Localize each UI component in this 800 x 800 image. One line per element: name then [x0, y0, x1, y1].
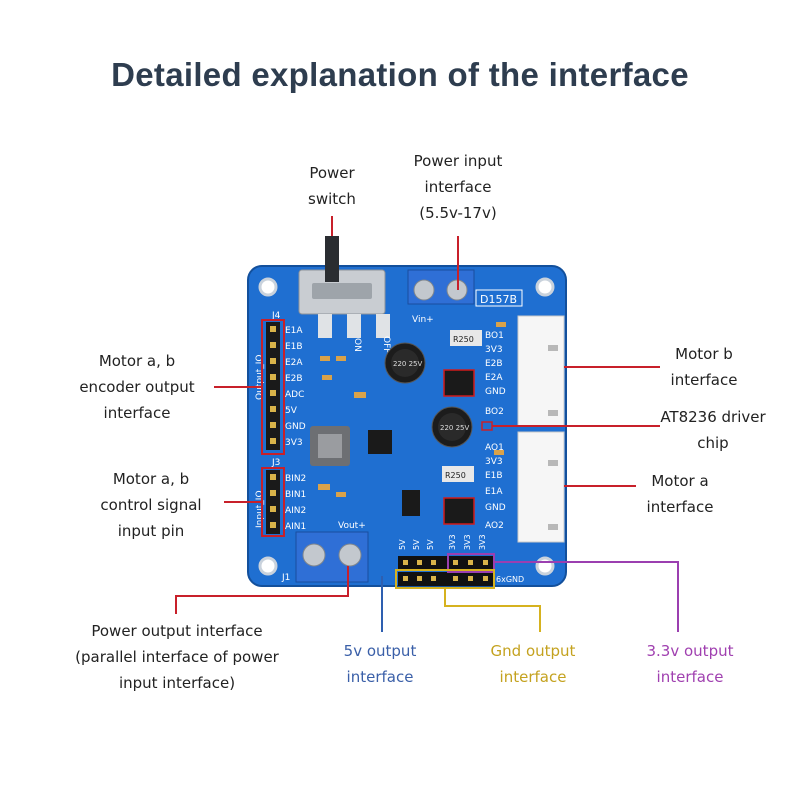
j3-pin-label: BIN1: [285, 490, 306, 500]
label-line: interface: [424, 178, 492, 196]
right-pin-label: 3V3: [485, 345, 503, 355]
driver-chip-u3: [443, 369, 475, 397]
motor-b-connector: [517, 315, 565, 427]
label-line: interface: [646, 498, 714, 516]
right-pin-label: E1A: [485, 487, 503, 497]
label-5v-output: 5v output interface: [330, 638, 430, 690]
j4-pins: [270, 326, 276, 444]
label-line: input interface): [118, 674, 236, 692]
bottom-pin-label: 3V3: [463, 534, 472, 550]
bottom-pin-label: 3V3: [448, 534, 457, 550]
j3-pin-label: AIN1: [285, 522, 306, 532]
capacitor-top: [384, 342, 426, 384]
label-motor-a: Motor a interface: [632, 468, 728, 520]
cap-label: 220 25V: [440, 424, 469, 432]
label-driver-chip: AT8236 driver chip: [648, 404, 778, 456]
label-control-signal: Motor a, b control signal input pin: [76, 466, 226, 544]
switch-on-label: ON: [352, 338, 362, 352]
label-line: interface: [346, 668, 414, 686]
right-pin-label: E2A: [485, 373, 503, 383]
bottom-pin-label: 5V: [398, 539, 407, 550]
label-line: Motor b: [675, 345, 733, 363]
input-io-label: Input_IO: [255, 490, 265, 528]
bottom-pin-label: 5V: [426, 539, 435, 550]
label-line: encoder output: [79, 378, 195, 396]
label-line: Power: [309, 164, 355, 182]
j3-label: J3: [271, 458, 280, 468]
power-switch-component: [298, 236, 390, 338]
output-io-label: Output_IO: [255, 354, 265, 400]
power-output-terminal: [295, 531, 369, 583]
label-power-switch: Power switch: [290, 160, 374, 212]
j4-pin-label: 3V3: [285, 438, 303, 448]
board-model: D157B: [480, 293, 517, 306]
right-pin-label: 3V3: [485, 457, 503, 467]
label-line: Gnd output: [490, 642, 576, 660]
label-line: interface: [103, 404, 171, 422]
j4-pin-label: E2A: [285, 358, 303, 368]
label-encoder-output: Motor a, b encoder output interface: [62, 348, 212, 426]
cap-label: 220 25V: [393, 360, 422, 368]
label-line: switch: [308, 190, 356, 208]
driver-chip-u1: [443, 497, 475, 525]
label-line: Power input: [413, 152, 503, 170]
label-motor-b: Motor b interface: [656, 341, 752, 393]
leader-lines: [175, 216, 679, 632]
resistor-label: R250: [445, 471, 466, 480]
page-title: Detailed explanation of the interface: [111, 56, 689, 93]
label-line: chip: [697, 434, 729, 452]
label-line: control signal: [100, 496, 202, 514]
j3-pin-label: BIN2: [285, 474, 306, 484]
right-pin-label: AO2: [485, 521, 504, 531]
j4-pin-label: 5V: [285, 406, 298, 416]
capacitor-middle: [431, 406, 473, 448]
label-gnd-output: Gnd output interface: [478, 638, 588, 690]
j4-pin-label: E2B: [285, 374, 303, 384]
label-line: 3.3v output: [646, 642, 734, 660]
j3-pins: [270, 474, 276, 528]
mounting-holes: [258, 277, 555, 576]
label-line: interface: [670, 371, 738, 389]
right-pin-label: BO2: [485, 407, 504, 417]
switch-off-label: OFF: [381, 336, 391, 353]
label-line: interface: [499, 668, 567, 686]
right-pin-label: AO1: [485, 443, 504, 453]
gnd-header-label: 6xGND: [496, 575, 524, 584]
right-pin-label: E2B: [485, 359, 503, 369]
right-pin-label: GND: [485, 387, 506, 397]
j1-label: J1: [281, 573, 290, 583]
label-line: Motor a, b: [98, 352, 176, 370]
j4-pin-label: E1B: [285, 342, 303, 352]
j4-pin-label: GND: [285, 422, 306, 432]
j4-pin-label: E1A: [285, 326, 303, 336]
vout-label: Vout+: [338, 521, 366, 531]
label-line: interface: [656, 668, 724, 686]
inductor: [310, 426, 350, 466]
bottom-pin-label: 3V3: [478, 534, 487, 550]
vin-label: Vin+: [412, 315, 434, 325]
label-line: (5.5v-17v): [419, 204, 497, 222]
power-input-terminal: [407, 269, 475, 305]
j4-pin-label: ADC: [285, 390, 304, 400]
label-line: AT8236 driver: [660, 408, 766, 426]
label-3v3-output: 3.3v output interface: [630, 638, 750, 690]
label-line: Power output interface: [91, 622, 263, 640]
right-pin-label: E1B: [485, 471, 503, 481]
label-power-input: Power input interface (5.5v-17v): [398, 148, 518, 226]
bottom-pin-label: 5V: [412, 539, 421, 550]
label-line: Motor a, b: [112, 470, 190, 488]
label-line: Motor a: [651, 472, 709, 490]
label-line: 5v output: [343, 642, 417, 660]
label-line: input pin: [117, 522, 185, 540]
j4-label: J4: [271, 311, 281, 321]
resistor-label: R250: [453, 335, 474, 344]
j3-pin-label: AIN2: [285, 506, 306, 516]
right-pin-label: BO1: [485, 331, 504, 341]
label-line: (parallel interface of power: [75, 648, 279, 666]
right-pin-label: GND: [485, 503, 506, 513]
motor-a-connector: [517, 431, 565, 543]
label-power-output: Power output interface (parallel interfa…: [52, 618, 302, 696]
